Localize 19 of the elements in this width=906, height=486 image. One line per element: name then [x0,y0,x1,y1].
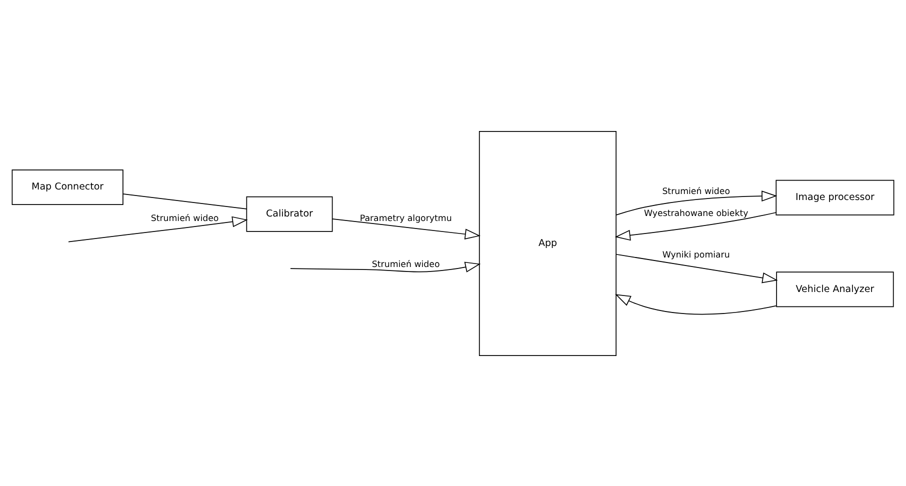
edge-label: Strumień wideo [372,259,440,270]
arrow [615,294,777,314]
node-box: Calibrator [246,196,333,232]
node-box: Image processor [776,179,894,215]
edge-label: Strumień wideo [150,214,219,224]
node-box: App [478,130,617,356]
edge-label: Wyniki pomiaru [662,250,730,260]
edge-label: Parametry algorytmu [360,214,452,224]
node-box: Map Connector [12,169,124,204]
arrow [614,212,777,240]
arrow [616,190,778,215]
arrow [68,216,248,242]
node-box: Vehicle Analyzer [776,271,894,307]
edge-label: Wyestrahowane obiekty [644,208,748,218]
edge-label: Strumień wideo [662,186,730,197]
arrow [332,218,480,240]
arrow [616,253,778,283]
arrow [290,261,481,272]
connector [122,193,248,209]
